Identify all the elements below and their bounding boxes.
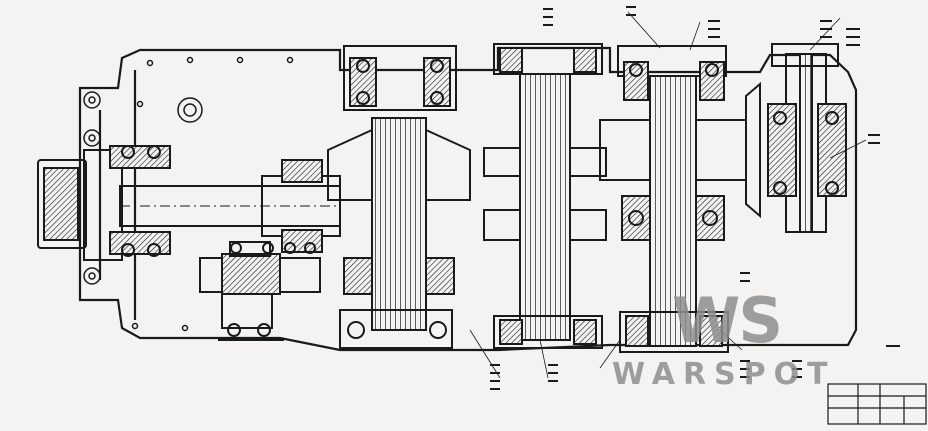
shaft-3 <box>599 45 747 353</box>
housing-bolts <box>83 56 294 332</box>
callout-marks <box>490 6 900 390</box>
leader-lines <box>469 11 867 379</box>
watermark-brand: WARSPOT <box>612 357 836 392</box>
input-coupling <box>37 145 171 261</box>
input-shaft <box>119 159 341 253</box>
warspot-watermark: WS WARSPOT <box>612 284 836 392</box>
lower-bracket <box>199 241 321 341</box>
shaft-2 <box>483 43 607 349</box>
output-shaft <box>745 43 847 233</box>
shaft-1 <box>327 45 471 349</box>
title-block <box>827 383 927 425</box>
watermark-logo: WS <box>672 284 781 357</box>
